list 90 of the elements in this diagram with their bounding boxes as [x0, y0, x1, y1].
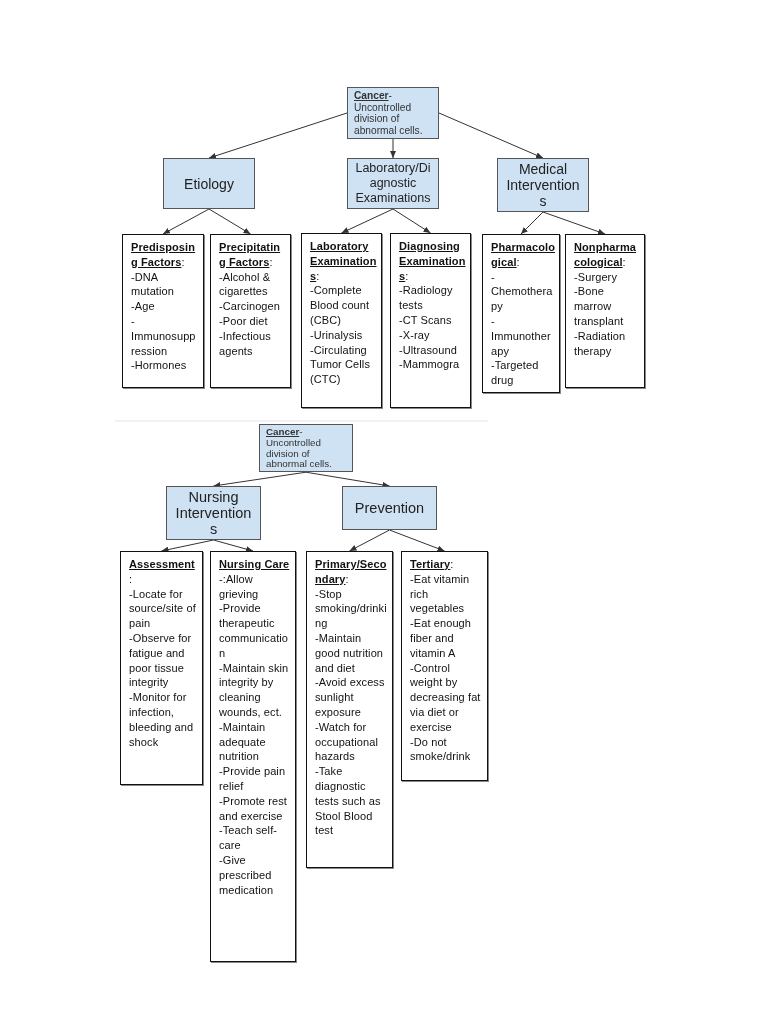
arrow: [162, 208, 210, 235]
topic-box: [259, 424, 353, 473]
list-item: -Maintain skin integrity by cleaning wounds, ect.: [219, 660, 290, 720]
category-box: [342, 486, 437, 530]
list-item: -Eat enough fiber and vitamin A: [410, 616, 473, 661]
detail-box: [482, 234, 560, 393]
list-item: -Circulating Tumor Cells (CTC): [310, 342, 371, 387]
list-item: -Provide therapeutic communication: [219, 601, 290, 661]
list-item: -Control weight by decreasing fat via diet or exercise: [410, 660, 482, 735]
category-label: Laboratory/Diagnostic Examinations: [355, 161, 431, 206]
list-item: -Teach self-care: [219, 823, 279, 853]
list-item: -Locate for source/site of pain: [129, 586, 197, 631]
arrow: [161, 539, 214, 553]
list-heading: Pharmacological:: [491, 240, 555, 270]
list-item: -Poor diet: [219, 314, 269, 329]
category-box: [497, 158, 589, 212]
list-heading: Nonpharmacological:: [574, 240, 638, 270]
list-item: -Take diagnostic tests such as Stool Blood test: [315, 764, 382, 839]
detail-box: [301, 233, 382, 408]
list-item: -Carcinogen: [219, 299, 282, 314]
list-item: -Hormones: [131, 358, 188, 374]
list-item: -Infectious agents: [219, 328, 272, 359]
list-item: -Watch for occupational hazards: [315, 719, 379, 765]
list-item: -Monitor for infection, bleeding and shock: [129, 690, 195, 750]
category-label: Prevention: [354, 500, 425, 516]
arrow: [389, 529, 445, 552]
detail-box: [565, 234, 645, 388]
list-item: -Mammogra: [399, 357, 461, 373]
list-heading: Tertiary:: [410, 557, 455, 572]
list-item: -Stop smoking/drinking: [315, 586, 388, 631]
category-label: Medical Interventions: [505, 161, 581, 209]
list-item: -Maintain adequate nutrition: [219, 719, 267, 765]
list-item: -Ultrasound: [399, 342, 458, 358]
detail-box: [306, 551, 393, 868]
list-item: -Surgery: [574, 269, 618, 285]
list-item: -Chemotherapy: [491, 269, 554, 314]
arrow: [390, 138, 396, 159]
list-item: -Observe for fatigue and poor tissue integrity: [129, 631, 193, 691]
list-item: -Maintain good nutrition and diet: [315, 631, 385, 676]
category-box: [166, 486, 261, 540]
list-item: -Alcohol & cigarettes: [219, 269, 272, 300]
list-item: -Radiology tests: [399, 283, 454, 313]
list-item: -Avoid excess sunlight exposure: [315, 675, 386, 720]
detail-box: [210, 234, 291, 388]
list-item: -Promote rest and exercise: [219, 793, 288, 824]
list-item: -Give prescribed medication: [219, 852, 275, 898]
list-item: -Immunosuppression: [131, 314, 197, 359]
list-item: -CT Scans: [399, 313, 453, 328]
list-heading: Nursing Care -:Allow grieving: [219, 557, 291, 602]
list-heading: Precipitating Factors:: [219, 240, 282, 270]
list-heading: Diagnosing Examinations:: [399, 239, 466, 284]
list-item: -Age: [131, 299, 156, 314]
list-item: -DNA mutation: [131, 269, 175, 300]
list-item: -Urinalysis: [310, 327, 364, 343]
detail-box: [401, 551, 488, 781]
arrow: [392, 208, 431, 234]
category-label: Etiology: [184, 175, 234, 192]
category-box: [347, 158, 439, 209]
list-item: -Bone marrow transplant: [574, 284, 625, 329]
arrow: [349, 529, 390, 552]
arrow: [208, 112, 348, 159]
category-label: Nursing Interventions: [174, 489, 253, 537]
arrow: [520, 211, 544, 235]
arrow: [305, 471, 390, 488]
definition-text: Cancer- Uncontrolled division of abnormal cells.: [354, 90, 424, 137]
topic-box: [347, 87, 439, 139]
list-heading: Laboratory Examinations:: [310, 239, 377, 284]
list-item: -X-ray: [399, 327, 431, 343]
list-item: -Eat vitamin rich vegetables: [410, 571, 471, 617]
list-item: -Provide pain relief: [219, 764, 287, 794]
arrow: [341, 208, 394, 234]
arrow: [542, 211, 606, 235]
arrow: [213, 539, 254, 552]
list-item: -Complete Blood count (CBC): [310, 283, 371, 328]
detail-box: [210, 551, 296, 962]
detail-box: [122, 234, 204, 388]
category-box: [163, 158, 255, 209]
list-item: -Radiation therapy: [574, 328, 627, 359]
list-item: -Targeted drug: [491, 358, 540, 388]
list-heading: Assessment :: [129, 557, 196, 587]
list-item: -Do not smoke/drink: [410, 734, 472, 765]
detail-box: [120, 551, 203, 785]
arrow: [208, 208, 251, 235]
list-heading: Predisposing Factors:: [131, 240, 197, 270]
arrow: [213, 471, 307, 488]
detail-box: [390, 233, 471, 408]
definition-text: Cancer- Uncontrolled division of abnormal cells.: [266, 427, 333, 471]
arrow: [438, 112, 544, 159]
list-item: -Immunotherapy: [491, 314, 552, 359]
list-heading: Primary/Secondary:: [315, 557, 388, 587]
